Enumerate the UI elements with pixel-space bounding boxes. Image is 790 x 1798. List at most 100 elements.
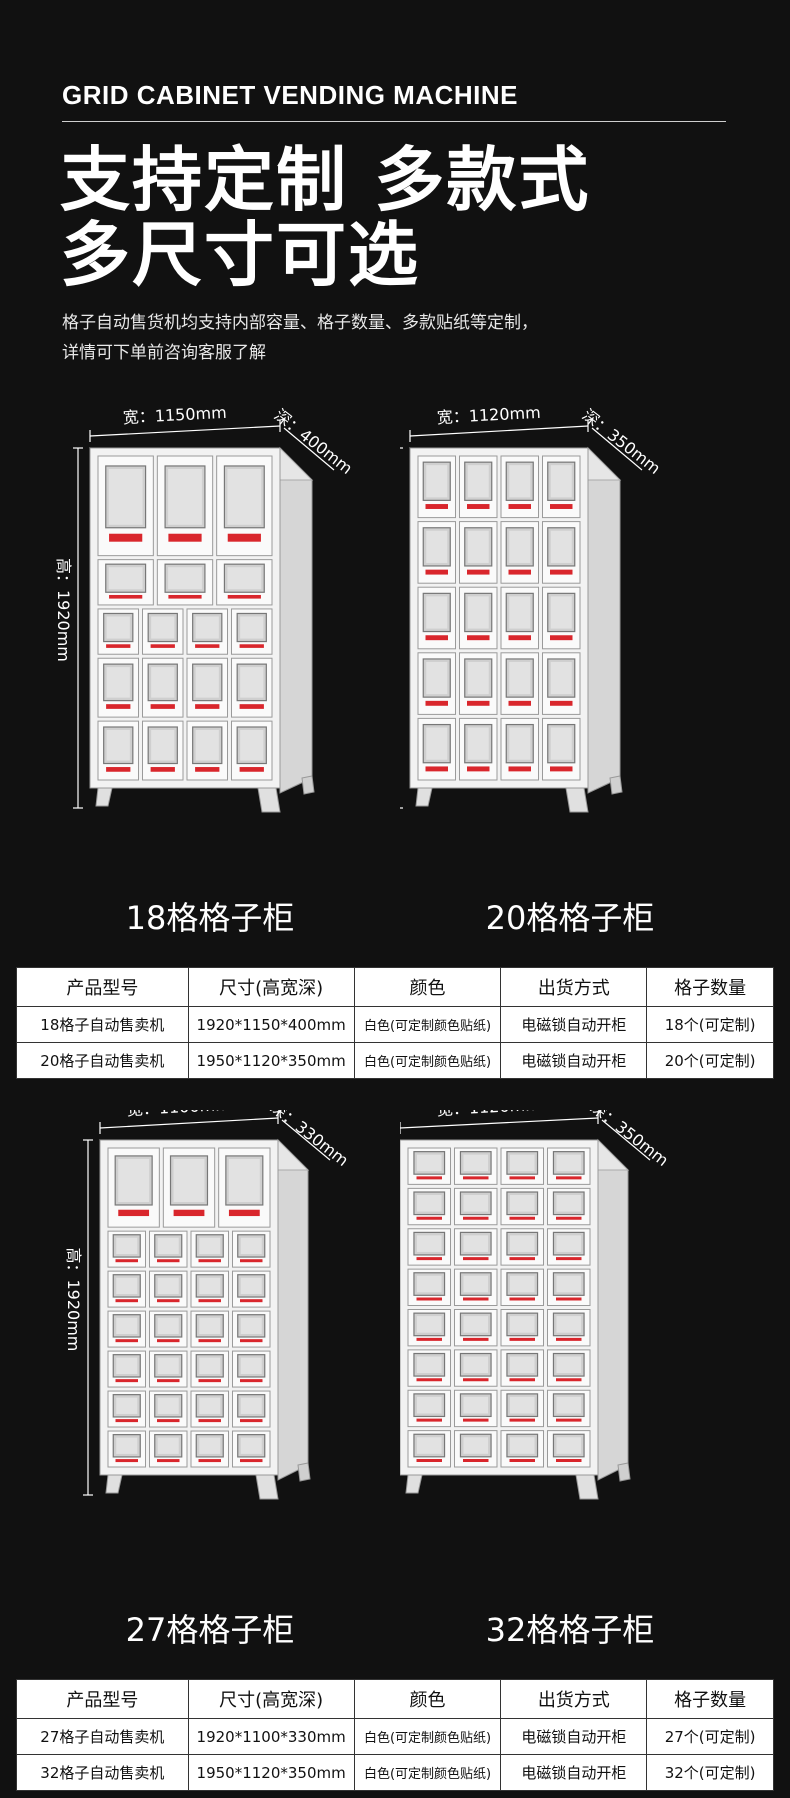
locker-door — [407, 1349, 451, 1387]
locker-door — [500, 717, 539, 781]
locker-door — [407, 1228, 451, 1266]
locker-door — [190, 1390, 229, 1428]
locker-door — [459, 455, 498, 519]
locker-door — [454, 1268, 498, 1306]
table-header-row: 产品型号 尺寸(高宽深) 颜色 出货方式 格子数量 — [16, 967, 774, 1007]
locker-door — [454, 1147, 498, 1185]
locker-door — [232, 1310, 271, 1348]
locker-door — [107, 1310, 146, 1348]
locker-door — [232, 1430, 271, 1468]
page-title-line-2: 多尺寸可选 — [60, 214, 420, 296]
locker-door — [216, 559, 273, 606]
locker-door — [417, 521, 456, 584]
locker-door — [500, 1187, 544, 1226]
locker-door — [190, 1230, 229, 1268]
locker-door — [547, 1430, 591, 1468]
locker-door — [407, 1268, 451, 1306]
locker-door — [216, 455, 273, 557]
locker-door — [500, 652, 539, 715]
cell-dispense: 电磁锁自动开柜 — [500, 1754, 648, 1791]
locker-door — [500, 1430, 544, 1468]
header-model: 产品型号 — [16, 1679, 189, 1719]
cell-size: 1920*1150*400mm — [187, 1006, 355, 1043]
locker-door — [542, 586, 581, 650]
locker-door — [407, 1389, 451, 1428]
locker-door — [107, 1147, 160, 1228]
locker-door — [231, 720, 273, 781]
locker-door — [142, 608, 184, 655]
cell-dispense: 电磁锁自动开柜 — [500, 1718, 648, 1755]
locker-door — [542, 521, 581, 584]
locker-door — [190, 1430, 229, 1468]
locker-door — [107, 1430, 146, 1468]
table-row: 18格子自动售卖机 1920*1150*400mm 白色(可定制颜色贴纸) 电磁… — [16, 1006, 774, 1043]
header-color: 颜色 — [353, 1679, 502, 1719]
locker-door — [231, 657, 273, 718]
table-row: 32格子自动售卖机 1950*1120*350mm 白色(可定制颜色贴纸) 电磁… — [16, 1754, 774, 1791]
locker-door — [232, 1350, 271, 1388]
locker-door — [190, 1350, 229, 1388]
locker-door — [500, 586, 539, 650]
locker-door — [186, 720, 228, 781]
locker-door — [232, 1270, 271, 1308]
height-dimension-label: 高：1920mm — [54, 558, 73, 662]
cell-color: 白色(可定制颜色贴纸) — [353, 1006, 502, 1043]
cell-size: 1950*1120*350mm — [187, 1754, 355, 1791]
locker-door — [186, 608, 228, 655]
locker-door — [407, 1309, 451, 1347]
locker-door — [417, 652, 456, 715]
locker-door — [547, 1268, 591, 1306]
header-count: 格子数量 — [646, 1679, 774, 1719]
locker-door — [97, 455, 154, 557]
locker-door — [190, 1270, 229, 1308]
cell-dispense: 电磁锁自动开柜 — [500, 1006, 648, 1043]
locker-door — [547, 1228, 591, 1266]
cell-count: 27个(可定制) — [646, 1718, 774, 1755]
locker-door — [547, 1187, 591, 1226]
locker-door — [417, 717, 456, 781]
page-title-line-1: 支持定制 多款式 — [60, 139, 591, 221]
locker-door — [459, 586, 498, 650]
locker-door — [454, 1309, 498, 1347]
header-model: 产品型号 — [16, 967, 189, 1007]
locker-door — [459, 521, 498, 584]
locker-door — [500, 455, 539, 519]
cell-model: 20格子自动售卖机 — [16, 1042, 189, 1079]
locker-door — [149, 1230, 188, 1268]
cabinet-20-caption: 20格格子柜 — [485, 899, 655, 937]
header-count: 格子数量 — [646, 967, 774, 1007]
cell-size: 1950*1120*350mm — [187, 1042, 355, 1079]
header-dispense: 出货方式 — [500, 967, 648, 1007]
cell-count: 18个(可定制) — [646, 1006, 774, 1043]
header-size: 尺寸(高宽深) — [187, 967, 355, 1007]
locker-door — [142, 720, 184, 781]
locker-door — [142, 657, 184, 718]
locker-door — [547, 1309, 591, 1347]
locker-door — [156, 559, 214, 606]
locker-door — [417, 586, 456, 650]
locker-door — [97, 657, 139, 718]
locker-door — [500, 1389, 544, 1428]
cabinet-27-caption: 27格格子柜 — [125, 1611, 295, 1649]
cabinet-32-caption: 32格格子柜 — [485, 1611, 655, 1649]
locker-door — [156, 455, 214, 557]
locker-door — [218, 1147, 271, 1228]
cell-model: 32格子自动售卖机 — [16, 1754, 189, 1791]
locker-door — [97, 608, 139, 655]
locker-door — [454, 1228, 498, 1266]
locker-door — [454, 1187, 498, 1226]
cell-count: 32个(可定制) — [646, 1754, 774, 1791]
locker-door — [149, 1310, 188, 1348]
locker-door — [500, 1349, 544, 1387]
locker-door — [542, 652, 581, 715]
width-dimension-label: 宽：1120mm — [436, 403, 541, 427]
header-dispense: 出货方式 — [500, 1679, 648, 1719]
locker-door — [500, 1228, 544, 1266]
locker-door — [107, 1270, 146, 1308]
width-dimension-label: 宽：1150mm — [122, 403, 227, 427]
